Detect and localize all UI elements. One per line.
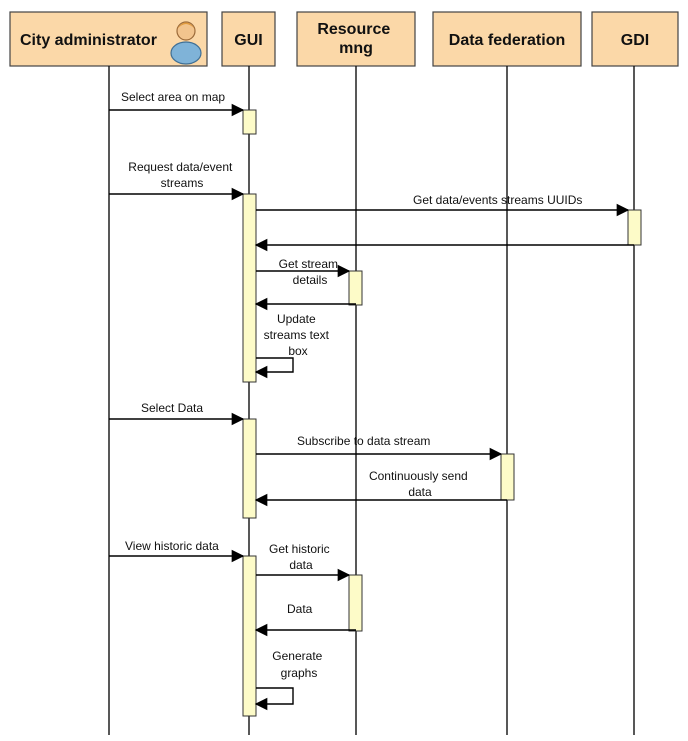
message-request-streams: Request data/event streams: [109, 160, 245, 201]
participant-resource-mng: Resource mng: [296, 11, 416, 67]
activation-resource-mng-historic: [348, 574, 363, 632]
message-label: Continuously send data: [369, 469, 471, 499]
message-label: Select area on map: [121, 90, 225, 104]
participant-label: GDI: [621, 32, 649, 49]
activation-gdi: [627, 209, 642, 246]
participant-gui: GUI: [221, 11, 276, 67]
activation-gui-select-area: [242, 109, 257, 135]
message-label: Select Data: [141, 401, 203, 415]
message-get-uuids: Get data/events streams UUIDs: [256, 193, 630, 217]
message-get-historic: Get historic data: [256, 542, 351, 582]
message-label: Get data/events streams UUIDs: [413, 193, 582, 207]
participant-city-administrator: City administrator: [9, 11, 208, 67]
message-label: Generate graphs: [272, 649, 325, 680]
message-generate-graphs: Generate graphs: [254, 649, 325, 711]
message-label: Update streams text box: [264, 312, 333, 358]
message-select-area: Select area on map: [109, 90, 245, 117]
message-label: Get stream details: [279, 257, 342, 287]
participant-label: City administrator: [20, 32, 157, 49]
participant-data-federation: Data federation: [432, 11, 582, 67]
activation-gui-view-historic: [242, 555, 257, 717]
message-label: Data: [287, 602, 313, 616]
message-label: Get historic data: [269, 542, 333, 572]
message-continuous-send: Continuously send data: [254, 469, 507, 507]
activation-data-federation: [500, 453, 515, 501]
activation-resource-mng-details: [348, 270, 363, 306]
participant-label-line: mng: [339, 40, 373, 57]
activation-gui-select-data: [242, 418, 257, 519]
message-get-stream-details: Get stream details: [256, 257, 351, 287]
participant-label: GUI: [234, 32, 262, 49]
message-select-data: Select Data: [109, 401, 245, 426]
message-historic-return: Data: [254, 602, 356, 637]
message-update-textbox: Update streams text box: [254, 312, 333, 379]
message-view-historic: View historic data: [109, 539, 245, 563]
activation-gui-request-streams: [242, 193, 257, 383]
participant-gdi: GDI: [591, 11, 679, 67]
message-label: View historic data: [125, 539, 219, 553]
participant-label: Data federation: [449, 32, 565, 49]
participant-label-line: Resource: [317, 21, 390, 38]
message-subscribe: Subscribe to data stream: [256, 434, 503, 461]
message-label: Request data/event streams: [128, 160, 235, 190]
user-icon: [170, 21, 202, 65]
participant-label: Resource mng: [317, 21, 394, 57]
message-label: Subscribe to data stream: [297, 434, 430, 448]
